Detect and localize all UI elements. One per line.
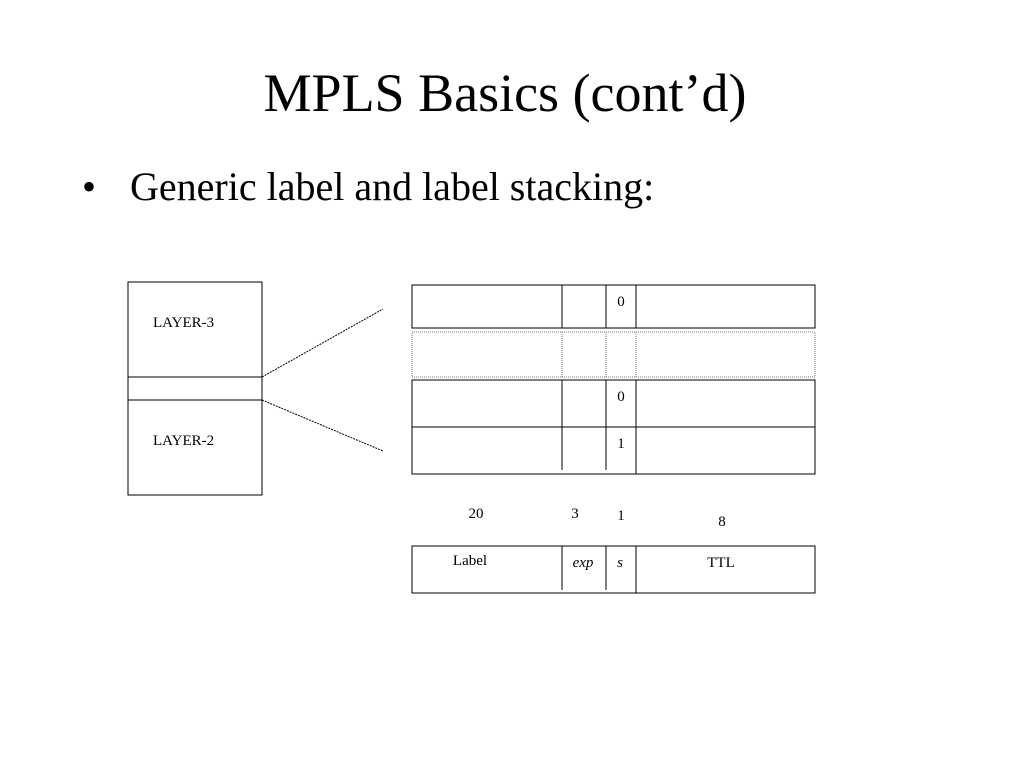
label-bits: 20: [469, 506, 484, 522]
mpls-header-format: [411, 545, 816, 594]
ttl-field: TTL: [707, 555, 735, 571]
exp-bits: 3: [571, 506, 579, 522]
ttl-bits: 8: [718, 514, 726, 530]
bullet-text: Generic label and label stacking:: [130, 164, 655, 209]
stack-entry-top: [411, 284, 816, 329]
label-stack: [411, 284, 816, 475]
label-field: Label: [453, 553, 487, 569]
zoom-line-top: [261, 308, 384, 378]
s-bit-row-3: 0: [617, 389, 625, 405]
slide-title: MPLS Basics (cont’d): [263, 63, 747, 123]
exp-field: exp: [573, 555, 594, 571]
layer2-label: LAYER-2: [153, 433, 214, 449]
zoom-line-bottom: [261, 399, 384, 452]
stack-entry-elided: [411, 331, 816, 378]
s-bit-row-4: 1: [617, 436, 625, 452]
s-bit-row-1: 0: [617, 294, 625, 310]
s-bits: 1: [617, 508, 625, 524]
layer3-label: LAYER-3: [153, 315, 214, 331]
packet-diagram: [127, 281, 263, 496]
stack-entry-middle: [411, 379, 816, 475]
shim-header-block: [127, 376, 263, 401]
bullet-point: •: [82, 164, 97, 209]
layer2-block: [127, 399, 263, 496]
s-field: s: [617, 555, 623, 571]
